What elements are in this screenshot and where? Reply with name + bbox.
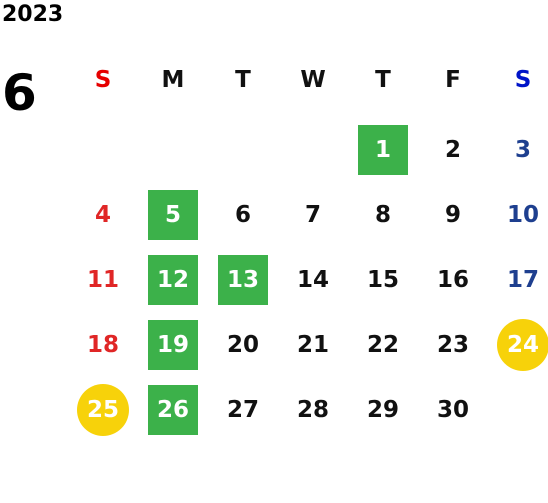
calendar-day-29[interactable]: 29 [366,397,399,423]
weekday-header-thursday: T [375,67,391,93]
calendar-day-27[interactable]: 27 [226,397,259,423]
weekday-header-sunday: S [94,67,112,93]
calendar-day-21[interactable]: 21 [296,332,329,358]
calendar-day-14[interactable]: 14 [296,267,329,293]
calendar-day-5[interactable]: 5 [148,190,198,240]
weekday-header-monday: M [161,67,185,93]
calendar-day-23[interactable]: 23 [436,332,469,358]
calendar-day-10[interactable]: 10 [506,202,539,228]
calendar-day-1[interactable]: 1 [358,125,408,175]
calendar-day-7[interactable]: 7 [304,202,321,228]
calendar-day-16[interactable]: 16 [436,267,469,293]
calendar-day-13[interactable]: 13 [218,255,268,305]
calendar-day-24[interactable]: 24 [497,319,548,371]
calendar-day-19[interactable]: 19 [148,320,198,370]
calendar-day-30[interactable]: 30 [436,397,469,423]
calendar-day-28[interactable]: 28 [296,397,329,423]
calendar-day-2[interactable]: 2 [444,137,461,163]
calendar-day-8[interactable]: 8 [374,202,391,228]
calendar-day-9[interactable]: 9 [444,202,461,228]
calendar-day-17[interactable]: 17 [506,267,539,293]
weekday-header-friday: F [445,67,461,93]
calendar-day-20[interactable]: 20 [226,332,259,358]
calendar-day-26[interactable]: 26 [148,385,198,435]
month-number: 6 [2,64,37,122]
weekday-header-saturday: S [514,67,532,93]
calendar-day-6[interactable]: 6 [234,202,251,228]
calendar-day-3[interactable]: 3 [514,137,531,163]
calendar-day-22[interactable]: 22 [366,332,399,358]
calendar-day-11[interactable]: 11 [86,267,119,293]
calendar-day-18[interactable]: 18 [86,332,119,358]
calendar-day-4[interactable]: 4 [94,202,111,228]
weekday-header-tuesday: T [235,67,251,93]
calendar-day-25[interactable]: 25 [77,384,129,436]
weekday-header-wednesday: W [300,67,326,93]
year-label: 2023 [2,2,64,27]
calendar-day-12[interactable]: 12 [148,255,198,305]
calendar-day-15[interactable]: 15 [366,267,399,293]
